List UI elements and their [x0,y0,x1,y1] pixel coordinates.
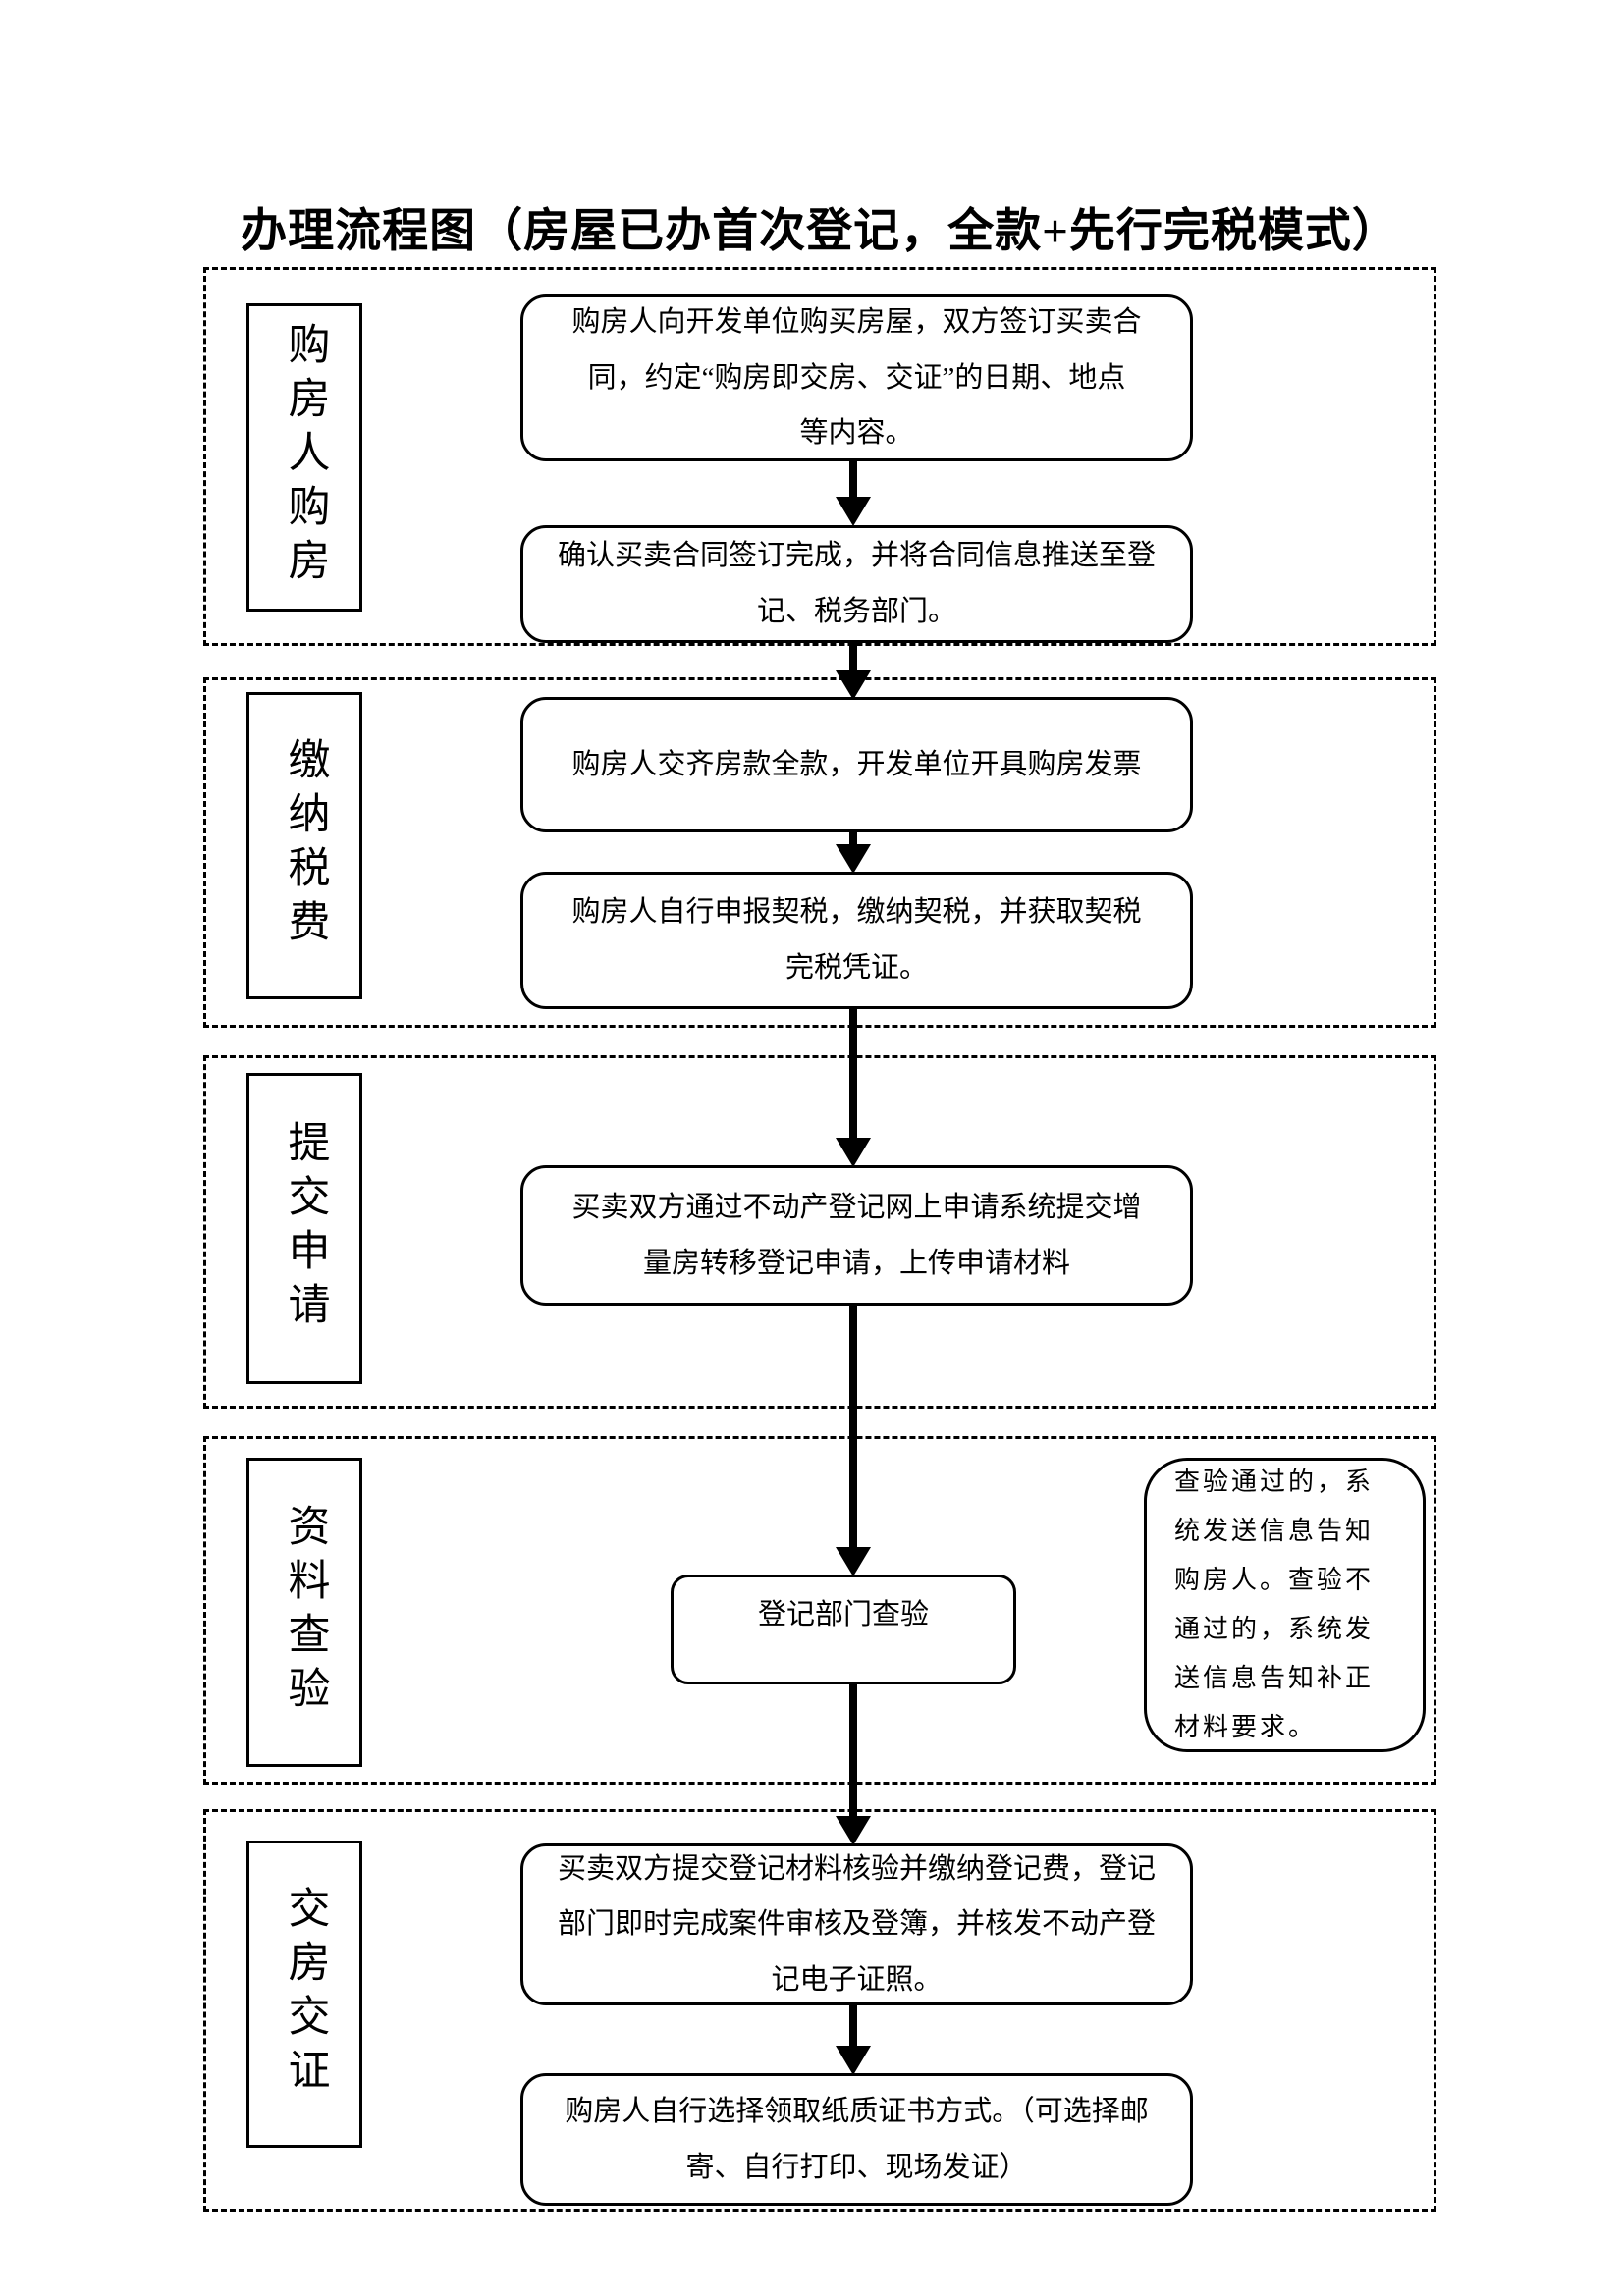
note-box-inspection-result: 查验通过的，系 统发送信息告知 购房人。查验不 通过的，系统发 送信息告知补正 … [1144,1458,1426,1752]
stage-label-submit-application: 提交申请 [246,1073,362,1384]
arrow-shaft [849,643,857,676]
arrow-shaft [849,461,857,503]
stage-label-buyer-purchase: 购房人购房 [246,303,362,612]
arrow-head-icon [836,1138,871,1167]
stage-band-document-check [203,1436,1436,1785]
flow-arrow-down-5 [836,1306,871,1576]
stage-label-pay-taxes: 缴纳税费 [246,692,362,999]
process-box-confirm-contract-push-info: 确认买卖合同签订完成，并将合同信息推送至登 记、税务部门。 [520,525,1193,643]
flow-arrow-down-3 [836,830,871,874]
arrow-shaft [849,1306,857,1553]
stage-band-buyer-purchase [203,267,1436,646]
arrow-shaft [849,1009,857,1144]
arrow-shaft [849,1683,857,1822]
arrow-head-icon [836,844,871,874]
arrow-shaft [849,830,857,850]
stage-band-submit-application [203,1055,1436,1409]
stage-band-pay-taxes [203,677,1436,1028]
process-box-choose-paper-certificate: 购房人自行选择领取纸质证书方式。（可选择邮 寄、自行打印、现场发证） [520,2073,1193,2206]
flow-arrow-down-2 [836,643,871,700]
arrow-head-icon [836,1547,871,1576]
flow-arrow-down-4 [836,1009,871,1167]
process-box-sign-contract: 购房人向开发单位购买房屋，双方签订买卖合 同，约定“购房即交房、交证”的日期、地… [520,294,1193,461]
arrow-shaft [849,2003,857,2052]
process-box-online-transfer-application: 买卖双方通过不动产登记网上申请系统提交增 量房转移登记申请，上传申请材料 [520,1165,1193,1306]
flow-arrow-down-1 [836,461,871,526]
flow-arrow-down-7 [836,2003,871,2075]
stage-label-document-check: 资料查验 [246,1458,362,1767]
arrow-head-icon [836,2046,871,2075]
process-box-verify-pay-fee-issue-ecert: 买卖双方提交登记材料核验并缴纳登记费，登记 部门即时完成案件审核及登簿，并核发不… [520,1843,1193,2005]
flowchart-title: 办理流程图（房屋已办首次登记，全款+先行完税模式） [241,206,1399,257]
stage-band-deliver-house-certificate [203,1809,1436,2212]
arrow-head-icon [836,497,871,526]
stage-label-deliver-house-certificate: 交房交证 [246,1841,362,2148]
process-box-declare-deed-tax: 购房人自行申报契税，缴纳契税，并获取契税 完税凭证。 [520,872,1193,1009]
flow-arrow-down-6 [836,1683,871,1845]
arrow-head-icon [836,1816,871,1845]
process-box-registry-inspection: 登记部门查验 [671,1575,1016,1684]
process-box-pay-full-amount-invoice: 购房人交齐房款全款，开发单位开具购房发票 [520,697,1193,832]
arrow-head-icon [836,670,871,700]
